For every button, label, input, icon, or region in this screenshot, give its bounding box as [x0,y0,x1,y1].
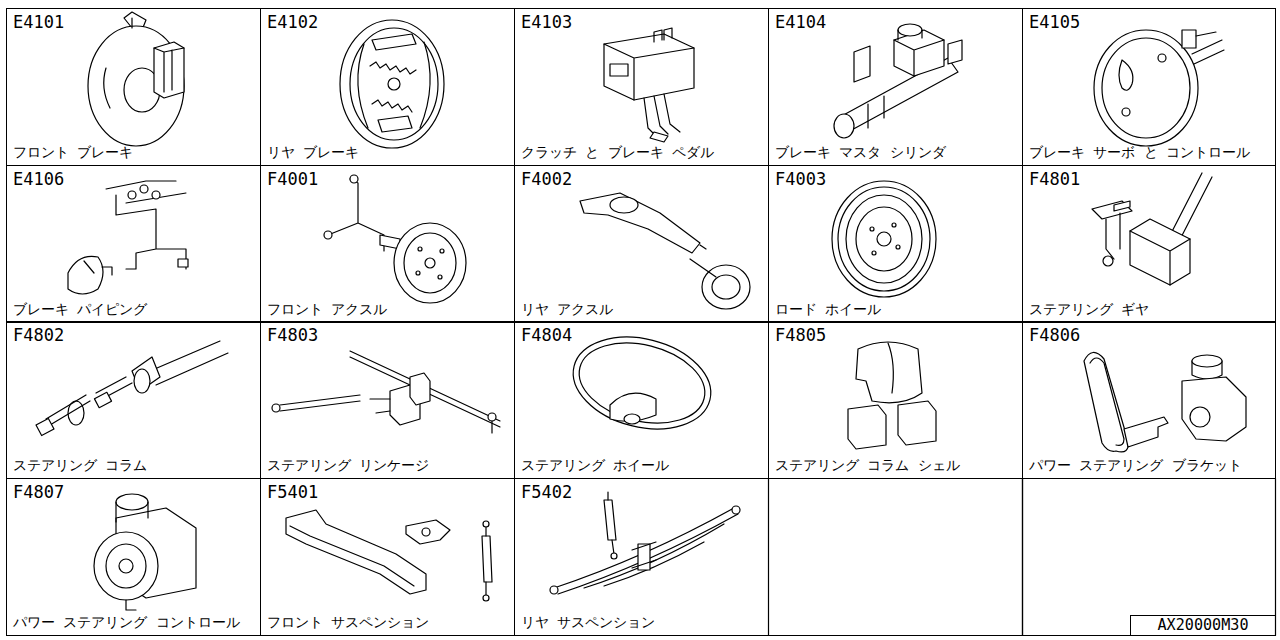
section-name: リヤ アクスル [521,301,613,318]
section-name: ステアリング コラム シェル [775,457,960,474]
section-name: ステアリング リンケージ [267,457,429,474]
section-code: E4106 [13,169,64,189]
section-name: パワー ステアリング ブラケット [1029,457,1242,474]
section-name: ステアリング ホイール [521,457,669,474]
master-cylinder-figure [834,24,962,138]
section-name: ブレーキ サーボ と コントロール [1029,144,1250,161]
section-name: フロント ブレーキ [13,144,133,161]
catalog-cell: F4805 ステアリング コラム シェル [768,321,1023,479]
rear-axle-figure [580,193,750,309]
section-code: F4805 [775,325,826,345]
empty-cell [769,479,1023,636]
section-code: F4001 [267,169,318,189]
section-name: フロント サスペンション [267,614,429,631]
catalog-cell: F4802 ステアリング コラム [6,321,261,479]
ps-pump-figure [94,494,196,610]
section-code: F4802 [13,325,64,345]
brake-piping-figure [68,181,188,294]
road-wheel-figure [832,181,936,297]
catalog-cell: F4807 パワー ステアリング コントロール [6,478,261,636]
section-name: ステアリング ギヤ [1029,301,1149,318]
column-shell-figure [848,342,936,449]
front-suspension-figure [286,510,492,601]
catalog-cell: F4801 ステアリング ギヤ [1022,165,1276,323]
catalog-cell: E4103 クラッチ と ブレーキ ペダル [514,8,769,166]
drawing-number: AX20000M30 [1131,616,1275,635]
catalog-cell: F5401 フロント サスペンション [260,478,515,636]
section-name: フロント アクスル [267,301,387,318]
rear-brake-figure [340,20,444,148]
section-code: E4101 [13,12,64,32]
catalog-cell: F4002 リヤ アクスル [514,165,769,323]
section-code: E4105 [1029,12,1080,32]
section-code: E4102 [267,12,318,32]
section-code: E4104 [775,12,826,32]
section-name: ロード ホイール [775,301,881,318]
section-code: F4807 [13,482,64,502]
catalog-cell: F4001 フロント アクスル [260,165,515,323]
section-name: クラッチ と ブレーキ ペダル [521,144,714,161]
front-brake-figure [88,12,184,146]
section-code: F5401 [267,482,318,502]
section-code: F4806 [1029,325,1080,345]
section-name: パワー ステアリング コントロール [13,614,240,631]
catalog-cell: F4003 ロード ホイール [768,165,1023,323]
steering-wheel-figure [563,323,720,442]
pedal-figure [604,28,694,142]
section-code: F4002 [521,169,572,189]
section-code: F5402 [521,482,572,502]
ps-bracket-figure [1084,352,1246,451]
section-code: E4103 [521,12,572,32]
section-code: F4801 [1029,169,1080,189]
section-name: ステアリング コラム [13,457,147,474]
steering-column-figure [36,341,228,436]
steering-gear-figure [1092,173,1212,285]
catalog-cell: F4806 パワー ステアリング ブラケット [1022,321,1276,479]
section-name: リヤ ブレーキ [267,144,359,161]
catalog-cell: E4105 ブレーキ サーボ と コントロール [1022,8,1276,166]
drawing-number-box: AX20000M30 [1130,615,1276,636]
catalog-cell: E4101 フロント ブレーキ [6,8,261,166]
section-code: F4804 [521,325,572,345]
catalog-cell: E4102 リヤ ブレーキ [260,8,515,166]
section-code: F4803 [267,325,318,345]
rear-suspension-figure [550,492,740,594]
catalog-cell: E4104 ブレーキ マスタ シリンダ [768,8,1023,166]
brake-servo-figure [1094,30,1224,146]
section-name: ブレーキ マスタ シリンダ [775,144,946,161]
catalog-cell: F4803 ステアリング リンケージ [260,321,515,479]
catalog-cell: F4804 ステアリング ホイール [514,321,769,479]
catalog-cell: E4106 ブレーキ パイピング [6,165,261,323]
empty-cell [1023,479,1276,636]
front-axle-figure [324,175,466,303]
section-code: F4003 [775,169,826,189]
section-name: ブレーキ パイピング [13,301,147,318]
steering-linkage-figure [272,351,500,433]
section-name: リヤ サスペンション [521,614,655,631]
catalog-cell: F5402 リヤ サスペンション [514,478,769,636]
